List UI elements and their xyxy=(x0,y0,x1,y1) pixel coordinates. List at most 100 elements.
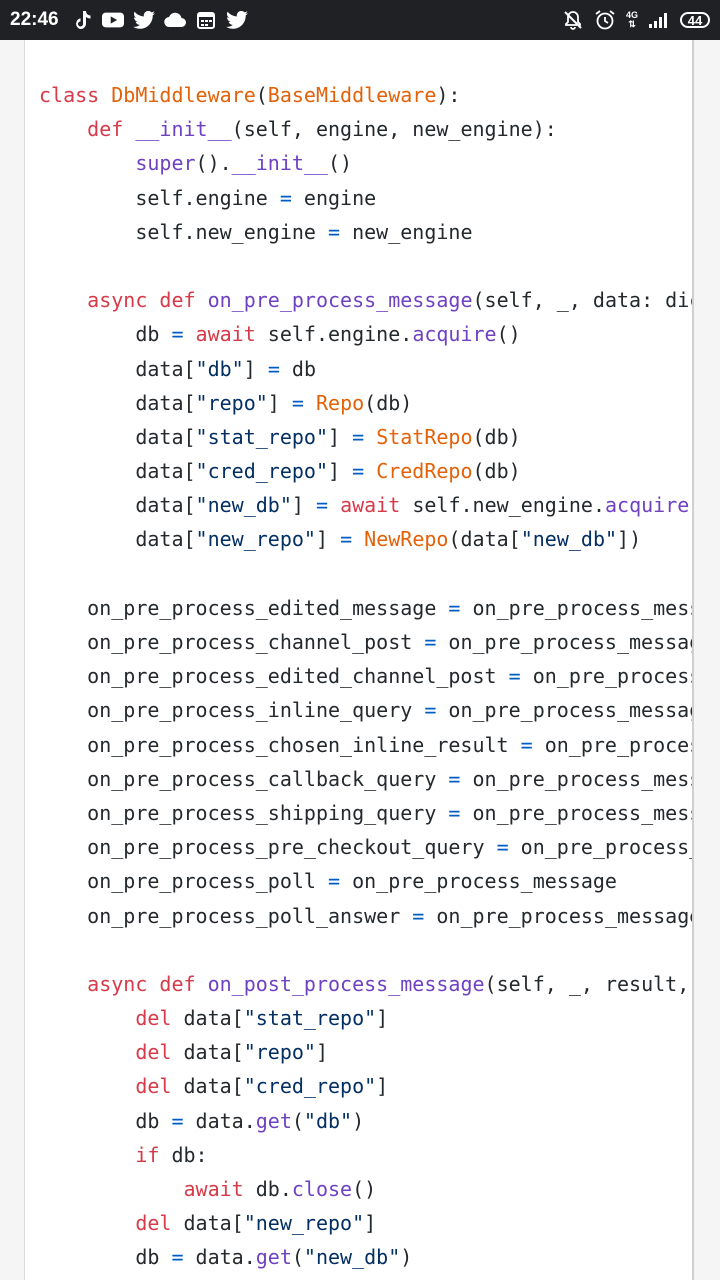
code-line: on_pre_process_channel_post = on_pre_pro… xyxy=(39,625,694,659)
code-token xyxy=(39,1177,184,1201)
code-token: "new_db" xyxy=(195,493,292,518)
code-token: db xyxy=(279,356,316,381)
tiktok-icon xyxy=(71,9,93,31)
code-line: del data["cred_repo"] xyxy=(39,1069,692,1103)
code-token: ] xyxy=(376,1074,389,1099)
code-token: __init__ xyxy=(231,151,328,176)
code-token: del xyxy=(135,1006,172,1031)
code-line: super().__init__() xyxy=(39,146,692,180)
code-line: data["repo"] = Repo(db) xyxy=(39,386,692,420)
code-line: data["stat_repo"] = StatRepo(db) xyxy=(39,420,692,454)
code-token: "new_repo" xyxy=(243,1211,365,1236)
code-token: await xyxy=(340,493,401,518)
youtube-icon xyxy=(101,9,124,31)
code-line: db = data.get("db") xyxy=(39,1104,692,1138)
code-token: = xyxy=(448,766,461,791)
code-token: () xyxy=(689,493,692,517)
code-token xyxy=(364,425,376,449)
code-token: on_pre_process_message xyxy=(472,595,692,620)
code-token: "new_db" xyxy=(303,1245,401,1270)
code-token: ] xyxy=(376,1006,389,1031)
code-line: db = await self.engine.acquire() xyxy=(39,317,692,351)
code-token: ]) xyxy=(617,527,642,552)
code-token: = xyxy=(340,527,353,552)
code-line: on_pre_process_poll = on_pre_process_mes… xyxy=(39,864,692,898)
code-token xyxy=(352,527,364,551)
code-line: on_pre_process_edited_message = on_pre_p… xyxy=(39,591,692,625)
calendar-icon xyxy=(195,9,217,31)
code-token xyxy=(328,493,340,517)
code-token: = xyxy=(315,493,329,518)
code-token: data[ xyxy=(171,1006,244,1031)
code-line: if db: xyxy=(39,1275,692,1280)
battery-icon: 44 xyxy=(680,12,710,28)
code-token: = xyxy=(267,356,280,381)
code-line: on_pre_process_pre_checkout_query = on_p… xyxy=(39,830,692,864)
code-token: data[ xyxy=(171,1211,244,1236)
code-token: "db" xyxy=(195,356,244,381)
code-token: ] xyxy=(364,1211,377,1236)
code-token: get xyxy=(255,1108,292,1133)
code-line: await db.close() xyxy=(39,1172,692,1206)
code-token: data[ xyxy=(39,527,196,552)
code-line: data["new_db"] = await self.new_engine.a… xyxy=(39,488,692,522)
code-line: on_pre_process_chosen_inline_result = on… xyxy=(39,728,692,762)
code-token: (data[ xyxy=(448,527,521,552)
code-token: (self, _, result, data): xyxy=(484,971,690,996)
code-token: data[ xyxy=(171,1040,244,1065)
code-token: get xyxy=(255,1245,292,1270)
code-token: del xyxy=(135,1211,172,1236)
system-icons: 4G⇅ 44 xyxy=(562,9,710,31)
code-line: del data["repo"] xyxy=(39,1035,692,1069)
code-token xyxy=(39,972,87,996)
code-token: "repo" xyxy=(243,1040,316,1065)
code-line: on_pre_process_callback_query = on_pre_p… xyxy=(39,762,692,796)
code-token: on_pre_process_edited_message xyxy=(39,595,449,620)
code-line xyxy=(39,557,692,591)
code-token: ] xyxy=(315,527,341,552)
code-token: self.new_engine. xyxy=(400,493,605,518)
code-token xyxy=(39,1074,135,1098)
code-token: db xyxy=(39,1108,172,1133)
code-token: StatRepo xyxy=(376,424,473,449)
code-line: on_pre_process_edited_channel_post = on_… xyxy=(39,659,692,693)
code-token: on_pre_process_message xyxy=(436,698,694,723)
code-line: self.new_engine = new_engine xyxy=(39,215,692,249)
code-line: def __init__(self, engine, new_engine): xyxy=(39,112,692,146)
code-token xyxy=(364,459,376,483)
code-token: ] xyxy=(243,356,268,381)
network-type: 4G⇅ xyxy=(625,10,638,29)
code-line xyxy=(39,933,692,967)
code-line: del data["new_repo"] xyxy=(39,1206,692,1240)
code-token: () xyxy=(328,151,353,176)
code-token: ] xyxy=(328,424,353,449)
code-token: data[ xyxy=(39,459,196,484)
code-token xyxy=(39,151,135,175)
code-token: ] xyxy=(291,493,316,518)
code-token: data[ xyxy=(171,1074,244,1099)
code-token: new_engine xyxy=(340,219,473,244)
code-token: "stat_repo" xyxy=(243,1006,377,1031)
code-token: close xyxy=(291,1177,353,1201)
code-token: CredRepo xyxy=(376,459,473,484)
code-line: async def on_pre_process_message(self, _… xyxy=(39,283,692,317)
code-token: = xyxy=(352,459,365,484)
code-token: = xyxy=(171,1108,184,1133)
code-token: = xyxy=(291,390,304,415)
code-token: data. xyxy=(183,1108,256,1133)
code-token: on_pre_process_edited_channel_post xyxy=(39,664,509,689)
code-token: NewRepo xyxy=(364,527,449,552)
code-token: BaseMiddleware xyxy=(267,83,437,107)
code-line: data["new_repo"] = NewRepo(data["new_db"… xyxy=(39,522,692,556)
code-line: on_pre_process_poll_answer = on_pre_proc… xyxy=(39,899,692,933)
code-token: (self, engine, new_engine): xyxy=(231,117,557,142)
code-token: on_pre_process_message xyxy=(520,835,692,860)
code-token: Repo xyxy=(315,390,365,415)
code-token: on_pre_process_message xyxy=(436,630,694,654)
code-token: (db) xyxy=(364,390,413,415)
code-token: on_pre_process_chosen_inline_result xyxy=(39,732,521,757)
code-view[interactable]: class DbMiddleware(BaseMiddleware): def … xyxy=(24,40,694,1280)
code-block: class DbMiddleware(BaseMiddleware): def … xyxy=(39,78,694,1280)
code-token: data[ xyxy=(39,493,196,518)
twitter-icon xyxy=(225,9,248,31)
